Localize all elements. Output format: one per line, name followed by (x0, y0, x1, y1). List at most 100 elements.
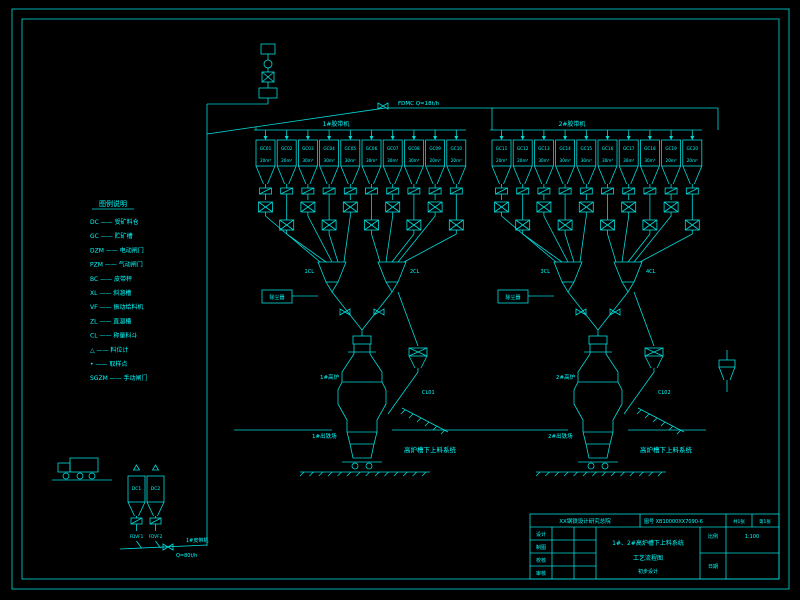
receiving-bin-id: DC2 (151, 486, 161, 492)
cad-line (130, 517, 143, 525)
cad-line (621, 201, 636, 213)
hatch-tick (636, 409, 642, 415)
truck-bed (69, 457, 99, 473)
cad-line (146, 501, 154, 517)
hatch-tick (400, 409, 406, 415)
collect-line (328, 233, 339, 263)
hatch-tick (337, 471, 342, 477)
cad-line (373, 165, 382, 185)
belt-drive-icon (373, 308, 385, 316)
bin-volume: 30m³ (623, 158, 634, 163)
hatch-tick (592, 471, 597, 477)
hatch-tick (412, 471, 417, 477)
bin-volume: 30m³ (581, 158, 592, 163)
titleblock-sign-row: 校核 (536, 557, 546, 564)
furnace-hearth (349, 443, 375, 459)
cad-line (255, 165, 264, 185)
cad-line (515, 219, 530, 231)
hatch-tick (346, 471, 352, 477)
titleblock-sheets: 共1张 (733, 518, 745, 525)
cad-line (545, 165, 554, 185)
receiving-bin (146, 475, 165, 503)
collect-line (579, 215, 587, 263)
cad-line (600, 219, 615, 231)
bin-volume: 20m³ (281, 158, 292, 163)
bin-volume: 30m³ (408, 158, 419, 163)
title-block (529, 513, 780, 580)
cad-line (394, 165, 403, 185)
hatch-tick (424, 421, 430, 427)
titleblock-date-label: 日期 (708, 564, 718, 570)
weigh-hopper-label: 3CL (541, 269, 551, 275)
flow-arrow-icon (454, 136, 459, 140)
furnace-profile (337, 344, 355, 432)
cad-line (576, 165, 585, 185)
collect-line (343, 215, 351, 263)
storage-bin (618, 139, 639, 167)
furnace-hearth (585, 443, 611, 459)
furnace-label: 1#高炉 (320, 373, 340, 381)
collect-line (397, 215, 436, 263)
flow-arrow-icon (390, 136, 395, 140)
cad-line (322, 187, 336, 195)
cad-line (643, 187, 657, 195)
flow-arrow-icon (520, 136, 525, 140)
flow-arrow-icon (369, 136, 374, 140)
collect-line (522, 233, 563, 263)
cad-line (408, 347, 428, 357)
side-hopper-label: CL01 (422, 390, 435, 396)
system-caption: 高炉槽下上料系统 (404, 445, 457, 454)
weigh-hopper-label: 2CL (410, 269, 420, 275)
support-wheel (587, 462, 595, 470)
cad-line (537, 187, 551, 195)
bin-volume: 30m³ (345, 158, 356, 163)
furnace-profile (369, 344, 387, 432)
bin-id: GC14 (559, 146, 571, 151)
weigh-hopper (613, 261, 643, 293)
hatch-tick (327, 471, 333, 477)
cad-line (516, 187, 529, 195)
flow-arrow-icon (305, 136, 310, 140)
bin-volume: 20m³ (260, 158, 271, 163)
flow-arrow-icon (647, 136, 652, 140)
cad-line (157, 501, 165, 517)
truck-wheel (62, 472, 70, 480)
embankment (401, 407, 449, 433)
cad-line (300, 201, 316, 213)
bin-id: GC08 (408, 146, 420, 151)
hatch-tick (644, 413, 650, 419)
weigh-hopper (317, 261, 347, 293)
cad-line (404, 165, 413, 185)
storage-bin (361, 139, 382, 167)
legend-item: △ —— 料位计 (90, 346, 128, 354)
legend-item: SGZM —— 手动闸门 (90, 374, 148, 382)
side-feed-line (633, 291, 655, 347)
furnace-profile (605, 344, 623, 432)
cad-line (301, 187, 315, 195)
cad-line (495, 187, 508, 195)
hatch-tick (582, 471, 588, 477)
storage-bin (340, 139, 361, 167)
cad-line (601, 187, 614, 195)
cad-line (663, 201, 679, 213)
cad-line (656, 355, 664, 369)
flow-arrow-icon (263, 136, 268, 140)
bin-id: GC01 (260, 146, 272, 151)
receiving-feeder-label: FDVF2 (149, 534, 163, 539)
bin-id: GC19 (665, 146, 677, 151)
cad-line (555, 165, 564, 185)
collect-line (403, 233, 457, 263)
dust-collector (497, 289, 529, 304)
truck-belt (119, 544, 208, 550)
titleblock-company: XX钢铁设计研究总院 (559, 517, 611, 525)
storage-bin (446, 139, 467, 167)
bin-id: GC09 (429, 146, 441, 151)
cad-line (640, 165, 649, 185)
hatch-tick (440, 429, 446, 435)
flow-arrow-icon (433, 136, 438, 140)
bin-volume: 20m³ (517, 158, 528, 163)
hatch-tick (554, 471, 560, 477)
storage-bin (319, 139, 340, 167)
legend-item: XL —— 斜溜槽 (90, 289, 131, 297)
